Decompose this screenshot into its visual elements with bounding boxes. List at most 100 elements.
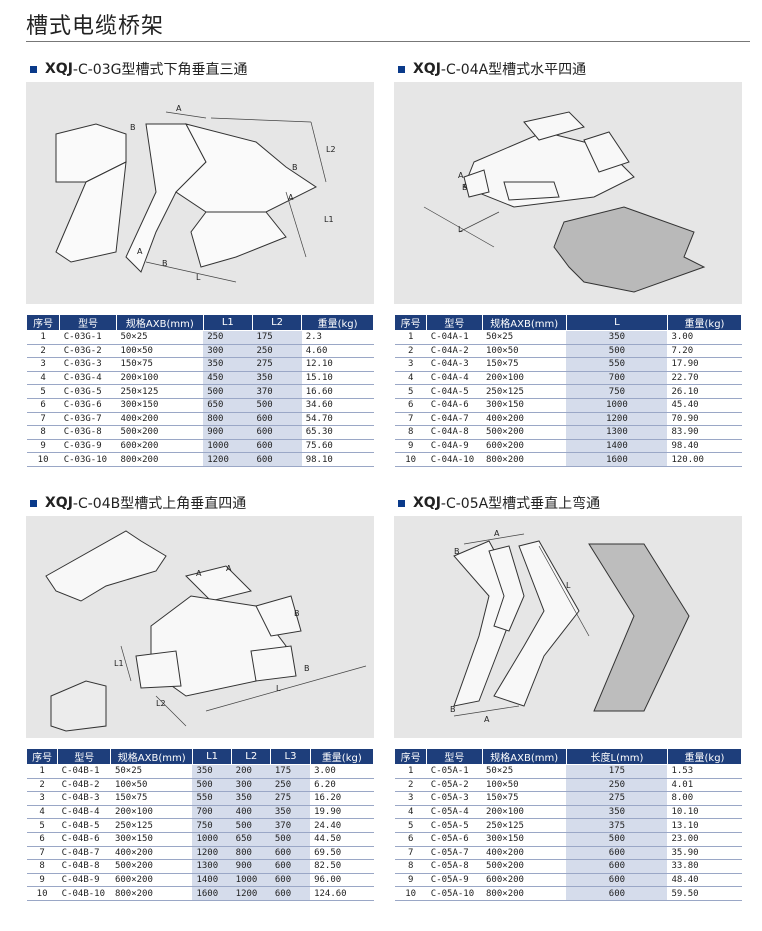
- dim-label: B: [450, 705, 456, 714]
- table-cell: C-04B-1: [57, 764, 111, 779]
- table-cell: 1000: [566, 398, 668, 413]
- column-header: 重量(kg): [666, 314, 743, 331]
- table-cell: 1400: [192, 873, 232, 888]
- table-cell: C-04B-10: [57, 886, 111, 901]
- table-cell: 600×200: [482, 873, 567, 888]
- table-cell: 6.20: [310, 778, 374, 793]
- table-cell: 8: [26, 425, 60, 440]
- dim-label: A: [494, 529, 500, 538]
- table-cell: 650: [231, 832, 271, 847]
- product-drawing-04a: A B L: [394, 82, 742, 304]
- table-cell: 900: [203, 425, 253, 440]
- table-cell: 50×25: [116, 330, 204, 345]
- table-cell: 1200: [566, 412, 668, 427]
- table-cell: 1300: [192, 859, 232, 874]
- product-drawing-03g: A B A B L A B L2 L1: [26, 82, 374, 304]
- table-cell: 250×125: [482, 384, 567, 399]
- table-cell: C-04B-5: [57, 818, 111, 833]
- dim-label: A: [196, 569, 202, 578]
- table-cell: 400×200: [110, 846, 193, 861]
- table-cell: 50×25: [110, 764, 193, 779]
- table-cell: 44.50: [310, 832, 374, 847]
- table-cell: 200×100: [482, 805, 567, 820]
- table-cell: C-04A-5: [426, 384, 483, 399]
- dim-label: B: [294, 609, 300, 618]
- table-cell: 98.10: [301, 452, 374, 467]
- section-heading: XQJ -C-04A型槽式水平四通: [394, 58, 742, 80]
- table-cell: 83.90: [667, 425, 742, 440]
- table-cell: 7: [394, 846, 427, 861]
- table-cell: 82.50: [310, 859, 374, 874]
- dim-label: B: [130, 123, 136, 132]
- table-cell: 600: [252, 425, 302, 440]
- table-cell: 350: [566, 330, 668, 345]
- column-header: 型号: [57, 748, 112, 765]
- table-cell: C-04B-3: [57, 791, 111, 806]
- table-cell: 500×200: [482, 425, 567, 440]
- table-cell: 150×75: [110, 791, 193, 806]
- table-cell: 150×75: [116, 357, 204, 372]
- table-cell: 34.60: [301, 398, 374, 413]
- heading-prefix: XQJ: [45, 495, 73, 511]
- table-cell: 300: [203, 344, 253, 359]
- table-cell: 1: [394, 764, 427, 779]
- table-cell: 370: [252, 384, 302, 399]
- table-cell: C-03G-1: [59, 330, 117, 345]
- table-cell: 150×75: [482, 357, 567, 372]
- table-cell: 250×125: [482, 818, 567, 833]
- table-cell: C-03G-8: [59, 425, 117, 440]
- table-cell: 500: [566, 344, 668, 359]
- table-cell: 370: [270, 818, 311, 833]
- table-cell: 26.10: [667, 384, 742, 399]
- table-cell: 8.00: [667, 791, 742, 806]
- table-cell: 800×200: [116, 452, 204, 467]
- table-cell: 150×75: [482, 791, 567, 806]
- table-cell: 175: [270, 764, 311, 779]
- table-cell: 600: [566, 886, 668, 901]
- table-cell: 3.00: [667, 330, 742, 345]
- table-cell: 23.00: [667, 832, 742, 847]
- column-header: 序号: [393, 314, 428, 331]
- table-cell: 200×100: [482, 371, 567, 386]
- table-cell: 10: [26, 886, 58, 901]
- column-header: L1: [202, 314, 253, 331]
- table-cell: 6: [394, 832, 427, 847]
- table-cell: 600: [566, 873, 668, 888]
- table-cell: 65.30: [301, 425, 374, 440]
- table-cell: 10: [394, 452, 427, 467]
- table-cell: 800×200: [482, 886, 567, 901]
- table-cell: 600: [270, 873, 311, 888]
- table-cell: 750: [566, 384, 668, 399]
- table-cell: 4: [394, 371, 427, 386]
- table-cell: 10.10: [667, 805, 742, 820]
- table-cell: 75.60: [301, 439, 374, 454]
- table-cell: 10: [26, 452, 60, 467]
- table-cell: 600: [270, 886, 311, 901]
- table-cell: C-03G-3: [59, 357, 117, 372]
- table-cell: 800×200: [110, 886, 193, 901]
- product-drawing-04b: A A B B L1 L2 L: [26, 516, 374, 738]
- table-cell: 1400: [566, 439, 668, 454]
- table-cell: C-04A-6: [426, 398, 483, 413]
- table-cell: 50×25: [482, 764, 567, 779]
- column-header: 重量(kg): [666, 748, 743, 765]
- table-cell: 250×125: [110, 818, 193, 833]
- column-header: 序号: [25, 314, 61, 331]
